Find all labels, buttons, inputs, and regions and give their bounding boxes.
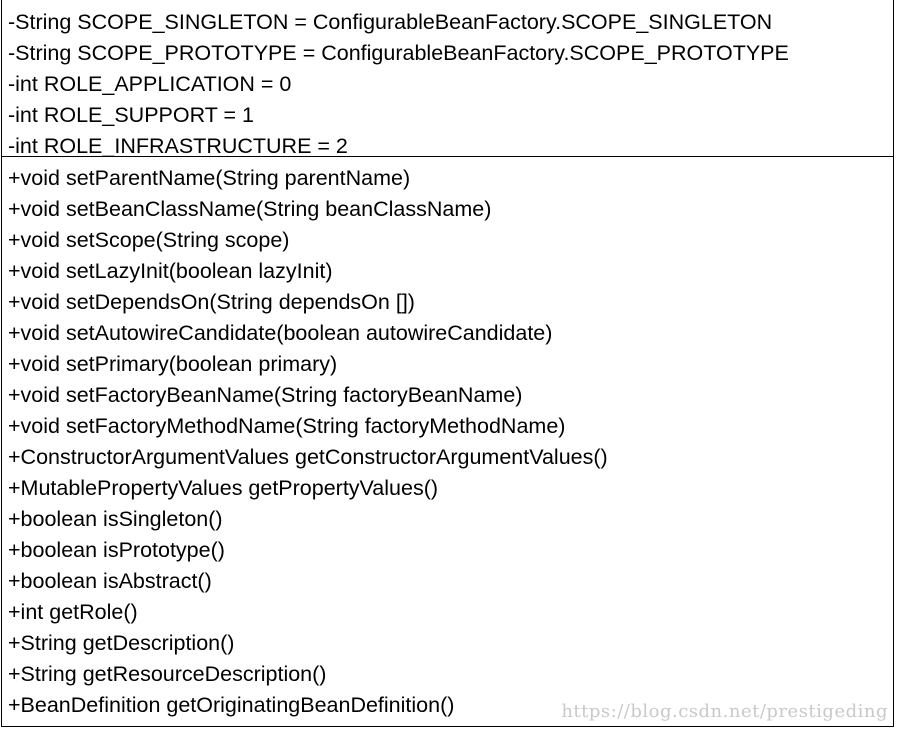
operation-row: +void setLazyInit(boolean lazyInit) — [8, 259, 333, 283]
operation-row: +ConstructorArgumentValues getConstructo… — [8, 445, 608, 469]
attribute-row: -int ROLE_SUPPORT = 1 — [8, 103, 254, 127]
operation-row: +void setAutowireCandidate(boolean autow… — [8, 321, 553, 345]
attribute-row: -int ROLE_APPLICATION = 0 — [8, 72, 292, 96]
operation-row: +BeanDefinition getOriginatingBeanDefini… — [8, 693, 455, 717]
watermark-text: https://blog.csdn.net/prestigeding — [561, 701, 888, 722]
operation-row: +void setDependsOn(String dependsOn []) — [8, 290, 415, 314]
attributes-compartment: -String SCOPE_SINGLETON = ConfigurableBe… — [2, 0, 893, 158]
operation-row: +String getDescription() — [8, 631, 235, 655]
attribute-row: -String SCOPE_PROTOTYPE = ConfigurableBe… — [8, 41, 789, 65]
operation-row: +void setPrimary(boolean primary) — [8, 352, 338, 376]
operation-row: +boolean isPrototype() — [8, 538, 225, 562]
operation-row: +int getRole() — [8, 600, 138, 624]
operation-row: +boolean isSingleton() — [8, 507, 223, 531]
operation-row: +void setScope(String scope) — [8, 228, 290, 252]
attribute-row: -String SCOPE_SINGLETON = ConfigurableBe… — [8, 10, 773, 34]
operation-row: +boolean isAbstract() — [8, 569, 212, 593]
operation-row: +void setFactoryBeanName(String factoryB… — [8, 383, 523, 407]
operation-row: +void setFactoryMethodName(String factor… — [8, 414, 566, 438]
operation-row: +void setParentName(String parentName) — [8, 166, 411, 190]
operation-row: +void setBeanClassName(String beanClassN… — [8, 197, 492, 221]
attribute-row: -int ROLE_INFRASTRUCTURE = 2 — [8, 134, 348, 158]
operation-row: +MutablePropertyValues getPropertyValues… — [8, 476, 439, 500]
operation-row: +String getResourceDescription() — [8, 662, 327, 686]
operations-compartment: +void setParentName(String parentName) +… — [2, 157, 893, 721]
